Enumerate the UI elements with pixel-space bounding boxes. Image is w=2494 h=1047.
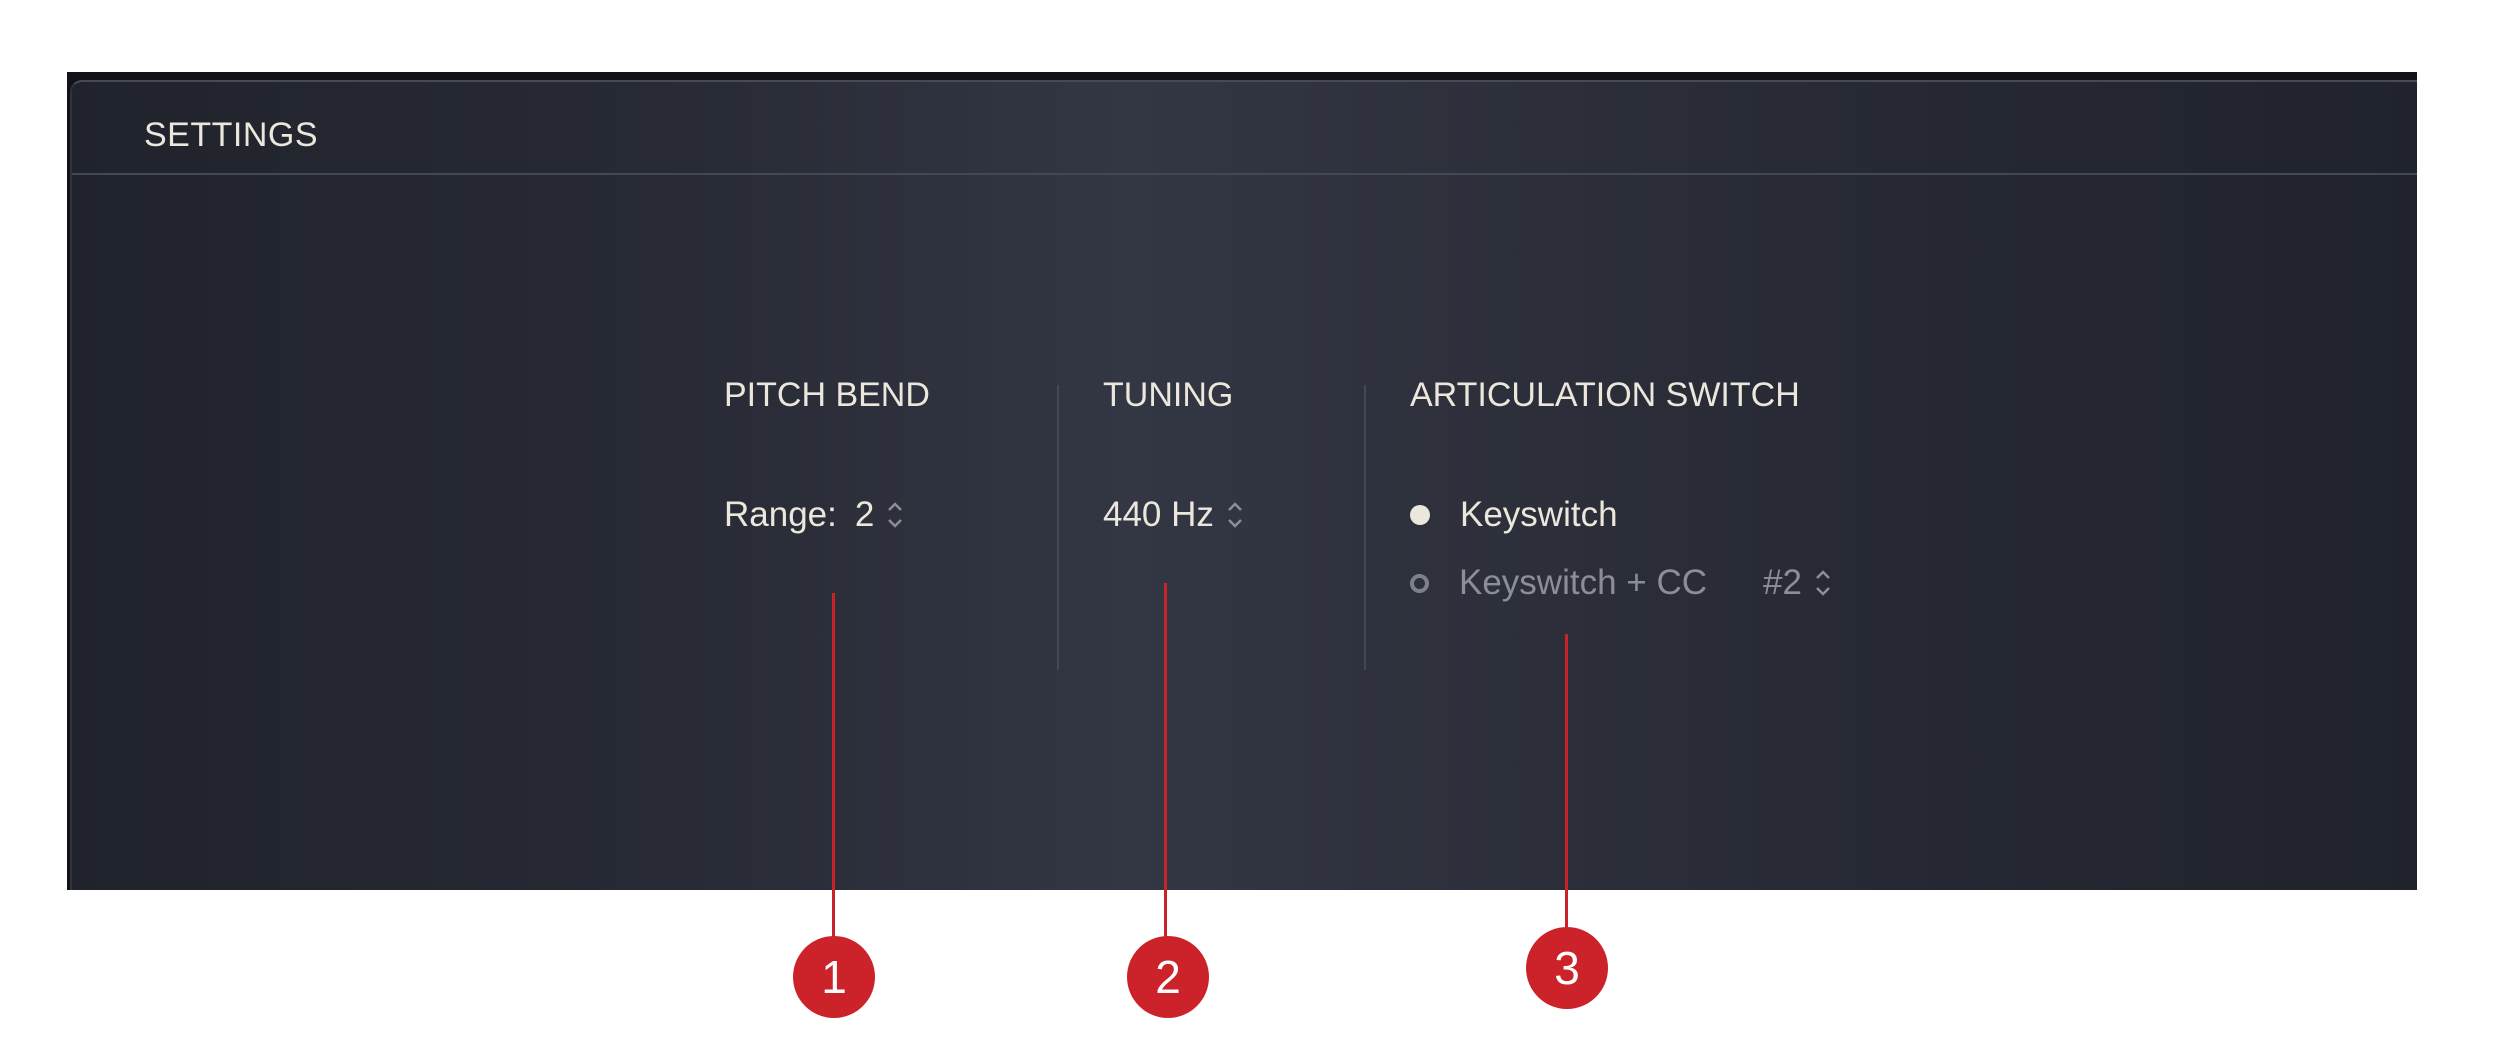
callout-number: 1 xyxy=(821,951,847,1003)
settings-window: SETTINGS PITCH BEND Range: 2 TUNING 440 … xyxy=(67,72,2417,890)
radio-option-keyswitch-cc[interactable]: Keyswitch + CC #2 xyxy=(1410,563,1832,603)
cc-number-value[interactable]: #2 xyxy=(1763,563,1802,602)
radio-label: Keyswitch + CC xyxy=(1459,563,1707,602)
radio-unselected-icon[interactable] xyxy=(1410,573,1429,593)
articulation-switch-title: ARTICULATION SWITCH xyxy=(1410,376,1800,414)
radio-option-keyswitch[interactable]: Keyswitch xyxy=(1410,495,1618,535)
range-stepper-icon[interactable] xyxy=(886,499,904,531)
tuning-value[interactable]: 440 Hz xyxy=(1103,495,1214,534)
tuning-stepper-icon[interactable] xyxy=(1226,499,1244,531)
range-value[interactable]: 2 xyxy=(854,495,875,534)
panel-header: SETTINGS xyxy=(72,82,2417,175)
callout-badge-2: 2 xyxy=(1127,936,1209,1018)
tuning-control: 440 Hz xyxy=(1103,495,1244,535)
cc-stepper-icon[interactable] xyxy=(1814,567,1832,599)
callout-line-2 xyxy=(1164,583,1167,938)
settings-panel: SETTINGS PITCH BEND Range: 2 TUNING 440 … xyxy=(70,80,2417,890)
radio-label: Keyswitch xyxy=(1460,495,1618,534)
callout-line-1 xyxy=(832,593,835,938)
callout-badge-3: 3 xyxy=(1526,927,1608,1009)
page-title: SETTINGS xyxy=(144,116,319,154)
callout-number: 3 xyxy=(1554,942,1580,994)
callout-badge-1: 1 xyxy=(793,936,875,1018)
tuning-title: TUNING xyxy=(1103,376,1234,414)
callout-number: 2 xyxy=(1155,951,1181,1003)
section-divider xyxy=(1057,385,1059,670)
section-divider xyxy=(1364,385,1366,670)
pitch-bend-title: PITCH BEND xyxy=(724,376,930,414)
range-label: Range: xyxy=(724,495,837,534)
radio-selected-icon[interactable] xyxy=(1410,505,1430,525)
pitch-bend-range-control: Range: 2 xyxy=(724,495,904,535)
callout-line-3 xyxy=(1565,634,1568,929)
